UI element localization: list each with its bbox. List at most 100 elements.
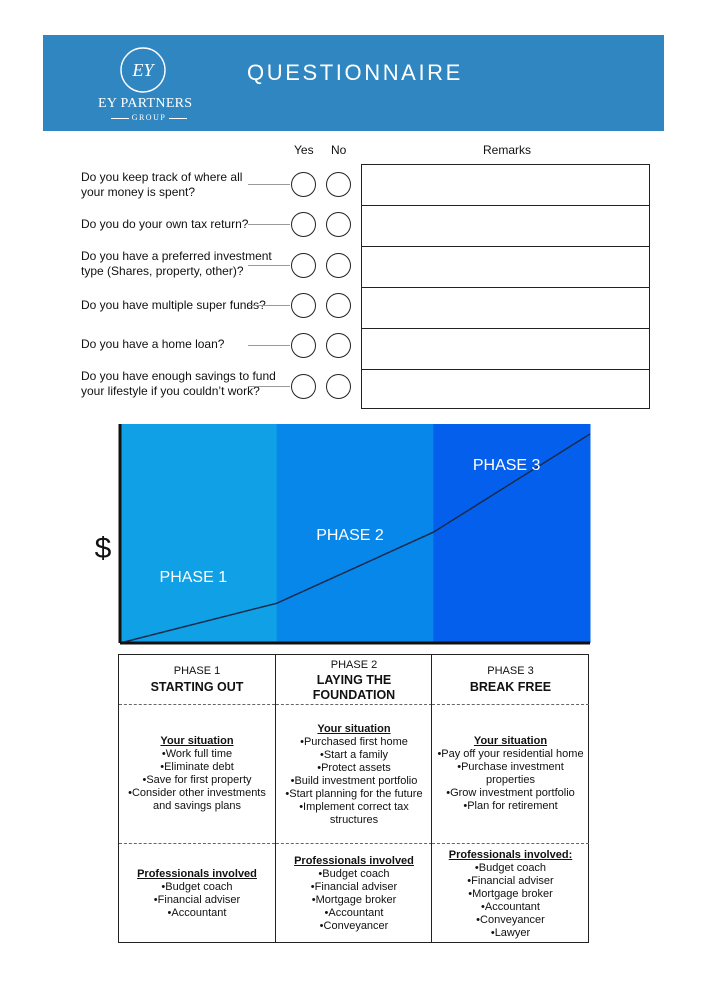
phase-name: STARTING OUT	[150, 680, 244, 694]
no-radio-q6[interactable]	[326, 374, 351, 399]
situation-block: Your situation Work full time Eliminate …	[119, 735, 275, 813]
professionals-title: Professionals involved	[137, 868, 257, 880]
list-item-continuation: properties	[486, 774, 535, 786]
phase-number: PHASE 1	[173, 665, 221, 677]
list-item: Save for first property	[119, 774, 275, 787]
remarks-field-q1[interactable]	[362, 165, 649, 206]
phase-number: PHASE 3	[487, 665, 534, 677]
leader-line	[248, 386, 290, 387]
question-6-line2: your lifestyle if you couldn’t work?	[81, 384, 260, 398]
remarks-field-q5[interactable]	[362, 329, 649, 370]
leader-line	[248, 345, 290, 346]
list-item: properties	[432, 774, 589, 787]
brand-logo: EY EY PARTNERS GROUP	[98, 45, 192, 125]
list-item: Budget coach	[276, 868, 432, 881]
remarks-field-q3[interactable]	[362, 247, 649, 288]
situation-block: Your situation Pay off your residential …	[432, 735, 589, 813]
list-item: Accountant	[119, 907, 275, 920]
logo-emblem-icon: EY	[120, 47, 166, 93]
phase-band-label-1: PHASE 1	[160, 569, 228, 586]
list-item: Work full time	[119, 748, 275, 761]
list-item-continuation: structures	[329, 814, 379, 826]
brand-subtitle: GROUP	[106, 113, 192, 122]
phase-table: PHASE 1 STARTING OUT Your situation Work…	[118, 654, 589, 943]
no-radio-q5[interactable]	[326, 333, 351, 358]
list-item: Plan for retirement	[432, 800, 589, 813]
phase-column-3: PHASE 3 BREAK FREE Your situation Pay of…	[431, 655, 589, 942]
list-item: Mortgage broker	[432, 888, 589, 901]
divider	[432, 843, 589, 844]
no-radio-q4[interactable]	[326, 293, 351, 318]
list-item: Conveyancer	[276, 920, 432, 933]
professionals-list: Budget coach Financial adviser Mortgage …	[432, 862, 589, 940]
list-item: Budget coach	[119, 881, 275, 894]
yes-radio-q1[interactable]	[291, 172, 316, 197]
list-item: Financial adviser	[119, 894, 275, 907]
divider	[119, 704, 275, 705]
list-item: Grow investment portfolio	[432, 787, 589, 800]
yes-radio-q3[interactable]	[291, 253, 316, 278]
page-title: QUESTIONNAIRE	[247, 60, 463, 85]
professionals-block: Professionals involved Budget coach Fina…	[119, 868, 275, 920]
remarks-field-q4[interactable]	[362, 288, 649, 329]
no-radio-q3[interactable]	[326, 253, 351, 278]
list-item-continuation: and savings plans	[152, 800, 242, 812]
leader-line	[248, 265, 290, 266]
phase-column-1: PHASE 1 STARTING OUT Your situation Work…	[119, 655, 275, 942]
question-5: Do you have a home loan?	[81, 337, 281, 352]
yes-radio-q6[interactable]	[291, 374, 316, 399]
no-radio-q1[interactable]	[326, 172, 351, 197]
question-6-line1: Do you have enough savings to fund	[81, 369, 276, 383]
phase-number: PHASE 2	[330, 659, 378, 671]
question-4-line1: Do you have multiple super funds?	[81, 298, 266, 312]
leader-line	[248, 305, 290, 306]
list-item: Build investment portfolio	[276, 775, 432, 788]
list-item: Pay off your residential home	[432, 748, 589, 761]
list-item: Protect assets	[276, 762, 432, 775]
yes-radio-q5[interactable]	[291, 333, 316, 358]
question-3: Do you have a preferred investment type …	[81, 249, 281, 279]
phase-band-1	[120, 424, 278, 643]
professionals-title: Professionals involved:	[448, 849, 573, 861]
remarks-field-q6[interactable]	[362, 370, 649, 410]
situation-title: Your situation	[473, 735, 548, 747]
divider	[276, 704, 432, 705]
growth-line	[119, 433, 591, 644]
divider	[432, 704, 589, 705]
professionals-list: Budget coach Financial adviser Mortgage …	[276, 868, 432, 933]
situation-list: Work full time Eliminate debt Save for f…	[119, 748, 275, 813]
phase-band-label-2: PHASE 2	[316, 527, 384, 544]
professionals-block: Professionals involved: Budget coach Fin…	[432, 849, 589, 940]
phase-column-2: PHASE 2 LAYING THE FOUNDATION Your situa…	[275, 655, 432, 942]
yes-radio-q2[interactable]	[291, 212, 316, 237]
svg-text:EY: EY	[131, 60, 155, 80]
list-item: Consider other investments	[119, 787, 275, 800]
remarks-field-q2[interactable]	[362, 206, 649, 247]
list-item: Mortgage broker	[276, 894, 432, 907]
list-item: Start a family	[276, 749, 432, 762]
list-item: Accountant	[432, 901, 589, 914]
question-1-line1: Do you keep track of where all	[81, 170, 243, 184]
list-item: structures	[276, 814, 432, 827]
yes-radio-q4[interactable]	[291, 293, 316, 318]
header-banner: EY EY PARTNERS GROUP QUESTIONNAIRE	[43, 35, 664, 131]
list-item: Financial adviser	[432, 875, 589, 888]
question-2: Do you do your own tax return?	[81, 217, 281, 232]
situation-block: Your situation Purchased first home Star…	[276, 723, 432, 827]
list-item: Lawyer	[432, 927, 589, 940]
y-axis-label: $	[95, 532, 112, 565]
question-1: Do you keep track of where all your mone…	[81, 170, 281, 200]
question-1-line2: your money is spent?	[81, 185, 196, 199]
leader-line	[248, 184, 290, 185]
no-radio-q2[interactable]	[326, 212, 351, 237]
list-item: Start planning for the future	[276, 788, 432, 801]
question-3-line2: type (Shares, property, other)?	[81, 264, 244, 278]
phase-band-label-3: PHASE 3	[473, 457, 541, 474]
brand-name: EY PARTNERS	[98, 96, 193, 111]
professionals-list: Budget coach Financial adviser Accountan…	[119, 881, 275, 920]
phase-band-3	[433, 424, 591, 643]
question-3-line1: Do you have a preferred investment	[81, 249, 272, 263]
list-item: Conveyancer	[432, 914, 589, 927]
situation-list: Pay off your residential home Purchase i…	[432, 748, 589, 813]
professionals-title: Professionals involved	[294, 855, 414, 867]
